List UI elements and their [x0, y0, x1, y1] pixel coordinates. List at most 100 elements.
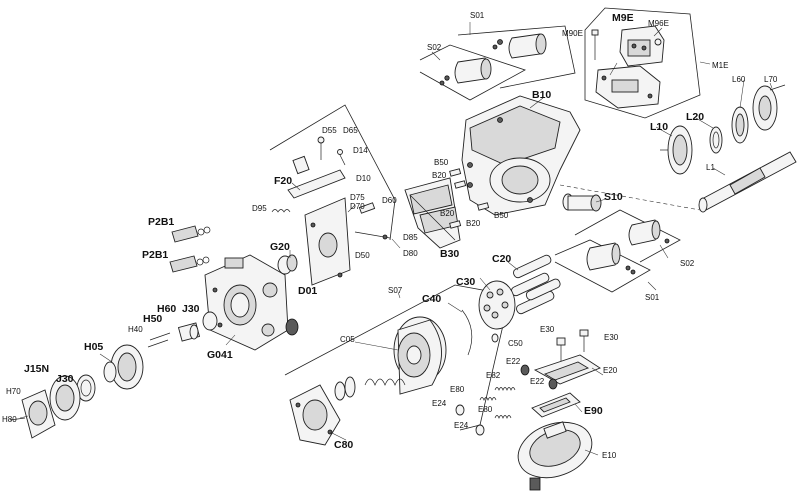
label-c80: C80 [334, 439, 353, 451]
label-s01-top: S01 [470, 11, 485, 20]
bearing-l10 [660, 125, 693, 175]
label-s02-bottom: S02 [680, 259, 695, 268]
plug-g20 [277, 254, 298, 275]
linkage-kit-frame [269, 104, 396, 241]
cover-plate-h70 [9, 389, 56, 439]
label-d75: D75 [350, 193, 365, 202]
control-plate-d01 [304, 197, 351, 286]
label-b20-b: B20 [440, 209, 455, 218]
label-d60: D60 [382, 196, 397, 205]
plate-e90 [531, 392, 581, 418]
label-h80: H80 [2, 415, 17, 424]
label-m9e: M9E [612, 12, 634, 24]
label-e30-left: E30 [540, 325, 555, 334]
label-l1: L1 [706, 163, 715, 172]
label-l70: L70 [764, 75, 778, 84]
relief-valve-p2b1-lower [169, 255, 210, 273]
port-block-g041 [204, 254, 289, 351]
label-d10: D10 [356, 174, 371, 183]
label-c05: C05 [340, 335, 355, 344]
label-d50: D50 [355, 251, 370, 260]
label-h70: H70 [6, 387, 21, 396]
label-d85: D85 [403, 233, 418, 242]
disk-e10 [517, 421, 593, 491]
label-e22-upper: E22 [506, 357, 521, 366]
label-c40: C40 [422, 293, 441, 305]
label-e22-lower: E22 [530, 377, 545, 386]
servo-piston-right-upper [628, 219, 670, 246]
label-b50-b: B50 [494, 211, 509, 220]
label-j15n: J15N [24, 363, 49, 375]
main-housing [461, 95, 701, 216]
label-d80: D80 [403, 249, 418, 258]
washers-e24 [455, 404, 485, 436]
label-p2b1-lower: P2B1 [142, 249, 168, 261]
part-labels: S01 S02 M90E M9E M96E M1E B10 L10 L20 L6… [2, 11, 778, 460]
nuts-e22 [520, 364, 558, 390]
label-e20: E20 [603, 366, 618, 375]
servo-piston-lower [439, 57, 492, 86]
label-e80-lower: E80 [478, 405, 493, 414]
servo-piston-right-lower [586, 242, 636, 275]
label-d14: D14 [353, 146, 368, 155]
label-h05: H05 [84, 341, 103, 353]
screw-m90e [591, 29, 599, 60]
label-e30-right: E30 [604, 333, 619, 342]
label-c30: C30 [456, 276, 475, 288]
label-g20: G20 [270, 241, 290, 253]
valve-plate-c80 [289, 384, 341, 446]
label-m96e: M96E [648, 19, 669, 28]
bolts-e30 [556, 329, 589, 362]
control-module-block [619, 25, 665, 67]
label-s01-bottom: S01 [645, 293, 660, 302]
label-m1e: M1E [712, 61, 728, 70]
cylinder-block-c05 [393, 316, 447, 395]
label-s07: S07 [388, 286, 403, 295]
swash-plate [404, 177, 461, 249]
label-h50: H50 [143, 313, 162, 325]
label-l20: L20 [686, 111, 704, 123]
seal-l60 [731, 106, 749, 144]
label-b20-c: B20 [466, 219, 481, 228]
label-l60: L60 [732, 75, 746, 84]
label-m90e: M90E [562, 29, 583, 38]
lever-assembly-d10 [287, 136, 346, 199]
spring-pack [334, 376, 406, 401]
control-module-base [595, 65, 661, 109]
label-e10: E10 [602, 451, 617, 460]
label-e24-lower: E24 [454, 421, 469, 430]
leader-lines [19, 27, 773, 456]
pump-parts-h-series [147, 311, 218, 348]
label-d95: D95 [252, 204, 267, 213]
label-h40: H40 [128, 325, 143, 334]
label-d70: D70 [350, 202, 365, 211]
label-g041: G041 [207, 349, 233, 361]
cover-l70 [752, 84, 786, 131]
label-s10: S10 [604, 191, 623, 203]
cover-j15n [49, 375, 81, 421]
label-d55: D55 [322, 126, 337, 135]
label-f20: F20 [274, 175, 292, 187]
ring-l20 [709, 126, 723, 154]
label-b20-a: B20 [432, 171, 447, 180]
label-c50: C50 [508, 339, 523, 348]
relief-valve-p2b1-upper [171, 225, 211, 243]
retainer-plate-c30 [478, 280, 516, 330]
label-d01: D01 [298, 285, 317, 297]
pin-c50 [491, 333, 499, 343]
spring-d95 [271, 209, 291, 213]
control-module-frame [584, 7, 711, 119]
servo-piston-upper [492, 33, 547, 59]
servo-kit-frame [419, 22, 576, 101]
label-c20: C20 [492, 253, 511, 265]
label-e90: E90 [584, 405, 603, 417]
label-d65: D65 [343, 126, 358, 135]
drive-shaft-l1 [698, 151, 797, 213]
label-e24-upper: E24 [432, 399, 447, 408]
label-j30-upper: J30 [182, 303, 200, 315]
label-b30: B30 [440, 248, 459, 260]
label-b10: B10 [532, 89, 551, 101]
label-j30-lower: J30 [56, 373, 74, 385]
